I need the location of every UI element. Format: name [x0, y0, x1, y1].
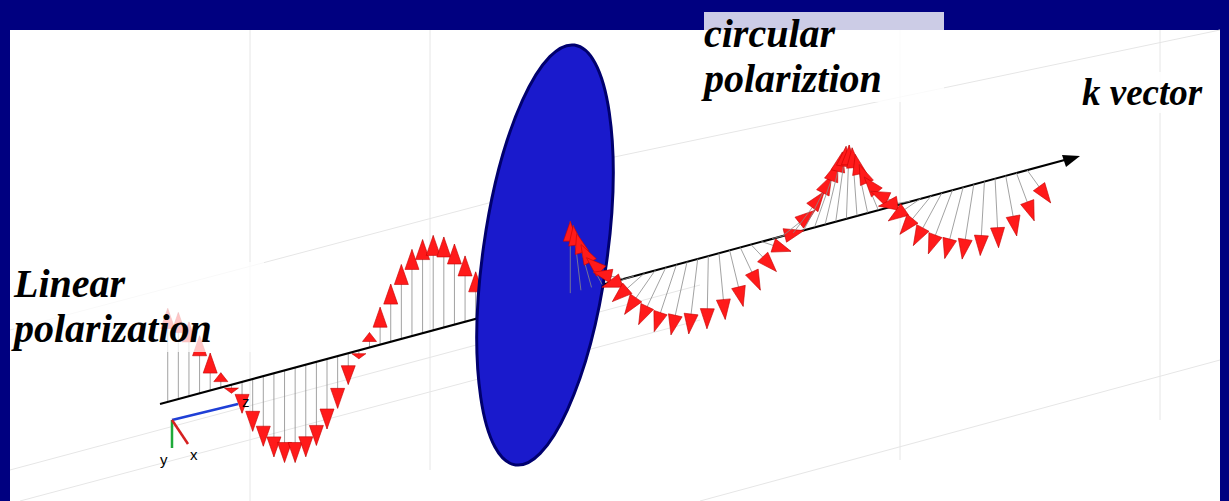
field-vector [288, 367, 302, 462]
field-vector [405, 249, 419, 335]
field-vector [958, 184, 974, 259]
field-vector [1016, 173, 1034, 221]
field-vector [331, 356, 345, 408]
field-vector [804, 175, 832, 230]
field-vector [299, 365, 313, 457]
field-vector [384, 284, 398, 342]
figure-label: k vector [1082, 72, 1202, 113]
k-axis [160, 158, 1072, 404]
field-vector [716, 253, 730, 319]
field-vector [437, 237, 451, 327]
axis-label: z [242, 393, 250, 410]
field-vector [235, 382, 249, 413]
field-vector [612, 273, 644, 302]
wave-vectors [563, 145, 1050, 335]
axis-label: y [160, 451, 168, 468]
field-vector [900, 196, 931, 235]
plot-area [10, 30, 1220, 501]
field-vector [602, 274, 634, 287]
field-vector [668, 262, 687, 335]
axis-triad [172, 404, 238, 448]
field-vector [256, 376, 270, 446]
field-vector [625, 270, 656, 314]
field-vector [341, 353, 355, 384]
wave-plate [454, 36, 636, 473]
field-vector [569, 225, 583, 290]
field-vector [684, 259, 698, 334]
field-vector [447, 244, 461, 324]
field-vector [320, 359, 334, 429]
field-vector [815, 162, 838, 228]
field-vector [888, 198, 920, 220]
field-vector [1027, 170, 1051, 203]
field-vector [783, 210, 815, 235]
field-vector [991, 178, 1005, 247]
field-vector [394, 265, 408, 339]
field-vector [700, 256, 714, 329]
field-vector [309, 362, 323, 446]
field-vector [203, 353, 217, 390]
field-vector [974, 181, 988, 255]
field-vector [847, 148, 861, 216]
axis-label: x [190, 446, 198, 463]
k-arrowhead [1062, 155, 1080, 167]
figure-label: circular polariztion [704, 12, 944, 102]
field-vector [1006, 176, 1020, 236]
field-vector [278, 370, 292, 462]
field-vector [879, 196, 911, 210]
field-vector [740, 247, 760, 290]
grid-lines [10, 30, 1220, 501]
field-vector [426, 235, 440, 330]
field-vector [730, 250, 746, 306]
field-vector [373, 307, 387, 344]
figure-label: Linear polarization [14, 262, 264, 352]
field-vector [772, 229, 804, 243]
